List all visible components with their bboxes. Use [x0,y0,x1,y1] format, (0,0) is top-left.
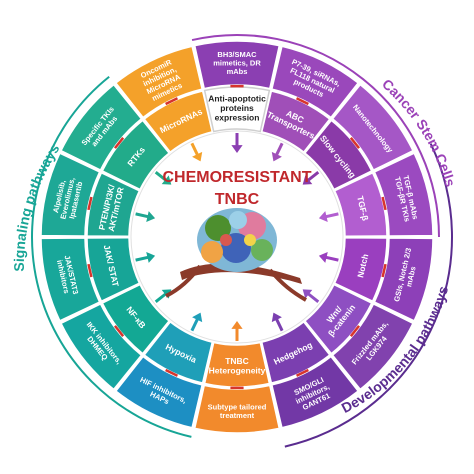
cancer-stem-cells-bracket [191,34,440,238]
inhibitor-mark-slow-cycling [349,137,361,149]
inhibitor-mark-hedgehog [295,368,309,377]
arrow-head-slow-cycling [302,175,313,185]
group-brackets [31,34,453,448]
middle-segment-notch [333,236,388,303]
arrow-head-micrornas [192,151,203,162]
outer-segment-jak-stat3-inhibitors [40,237,101,322]
arrow-shaft-hedgehog [274,317,284,332]
inhibitor-mark-abc-transporters [295,97,309,106]
outer-label-p7-39-sirnas-fl118-natural-products: P7-39, siRNAs,FL118 naturalproducts [283,57,342,103]
arrow-head-anti-apoptotic-proteins-expression [231,145,243,153]
arrow-shaft-micrornas [190,142,200,157]
outer-segment-gsis-notch-2-3-mabs [373,237,434,322]
middle-segment-tgf [333,171,388,238]
arrow-head-abc-transporters [271,151,282,162]
arrow-shaft-slow-cycling [306,170,320,183]
arrow-shaft-notch [324,255,339,262]
arrow-head-wnt-catenin [302,289,313,299]
middle-segment-jak-stat [86,236,141,303]
title-line-1: CHEMORESISTANT [162,169,311,186]
middle-segment-wnt-catenin [303,283,373,355]
developmental-pathways-bracket [284,143,453,448]
inhibitor-mark-rtks [113,137,125,149]
middle-segment-tnbc-heterogeneity [203,341,271,388]
outer-segment-tgf-mabs-tgf-r-tkis [373,152,434,237]
arrow-shaft-jak-stat [135,255,150,262]
middle-segment-micrornas [143,90,214,154]
arrow-head-tgf [318,211,328,223]
arrow-head-notch [318,251,328,263]
outer-segment-specific-tkis-and-mabs [60,83,143,172]
middle-segment-pten-pi3k-akt-mtor [86,171,141,238]
middle-segment-abc-transporters [260,90,331,154]
arrow-head-hypoxia [192,312,203,323]
inhibitor-mark-wnt-catenin [349,325,361,337]
middle-segment-slow-cycling [303,119,373,191]
outer-segment-ikk-inhibitors-dhmeq [60,302,143,391]
outer-segment-smo-gli-inhibitors-gant61 [270,355,360,429]
arrow-shaft-pten-pi3k-akt-mtor [135,212,150,219]
arrow-head-hedgehog [271,312,282,323]
inhibitor-mark-micrornas [165,97,179,106]
outer-segment-nanotechnology [331,83,414,172]
outer-segment-alpelisib-everolimus-ipatasertib [40,152,101,237]
arrow-shaft-abc-transporters [274,142,284,157]
outer-ring: OncomiRinhibition,MicroRNAmimeticsBH3/SM… [40,40,434,434]
arrow-shaft-nf-b [154,291,168,304]
middle-segment-rtks [101,119,171,191]
arrow-head-jak-stat [146,251,156,263]
outer-segment-frizzled-mabs-lgk974 [331,302,414,391]
inhibitor-mark-hypoxia [165,368,179,377]
arrow-shaft-rtks [154,170,168,183]
arrow-shaft-hypoxia [190,317,200,332]
outer-segment-hif-inhibitors-haps [114,355,204,429]
outer-segment-subtype-tailored-treatment [193,384,281,434]
outer-segment-oncomir-inhibition-microrna-mimetics [114,45,204,119]
inhibitor-mark-tgf [381,196,387,211]
outer-segment-bh3-smac-mimetics-dr-mabs [193,40,281,90]
arrow-shaft-tgf [324,212,339,219]
middle-segment-nf-b [101,283,171,355]
arrow-head-rtks [161,175,172,185]
inhibitor-mark-pten-pi3k-akt-mtor [87,196,93,211]
middle-segment-hypoxia [143,320,214,384]
middle-segment-hedgehog [260,320,331,384]
inhibitor-mark-jak-stat [87,263,93,278]
signaling-pathways-bracket [31,75,192,438]
title-line-2: TNBC [215,191,260,208]
inhibitor-mark-nf-b [113,325,125,337]
outer-segment-p7-39-sirnas-fl118-natural-products [270,45,360,119]
arrow-head-tnbc-heterogeneity [231,321,243,329]
middle-segment-anti-apoptotic-proteins-expression [203,86,271,133]
arrow-head-pten-pi3k-akt-mtor [146,211,156,223]
inhibitor-mark-notch [381,263,387,278]
tumor-illustration [165,208,307,302]
arrow-shaft-wnt-catenin [306,291,320,304]
arrows [87,84,387,390]
